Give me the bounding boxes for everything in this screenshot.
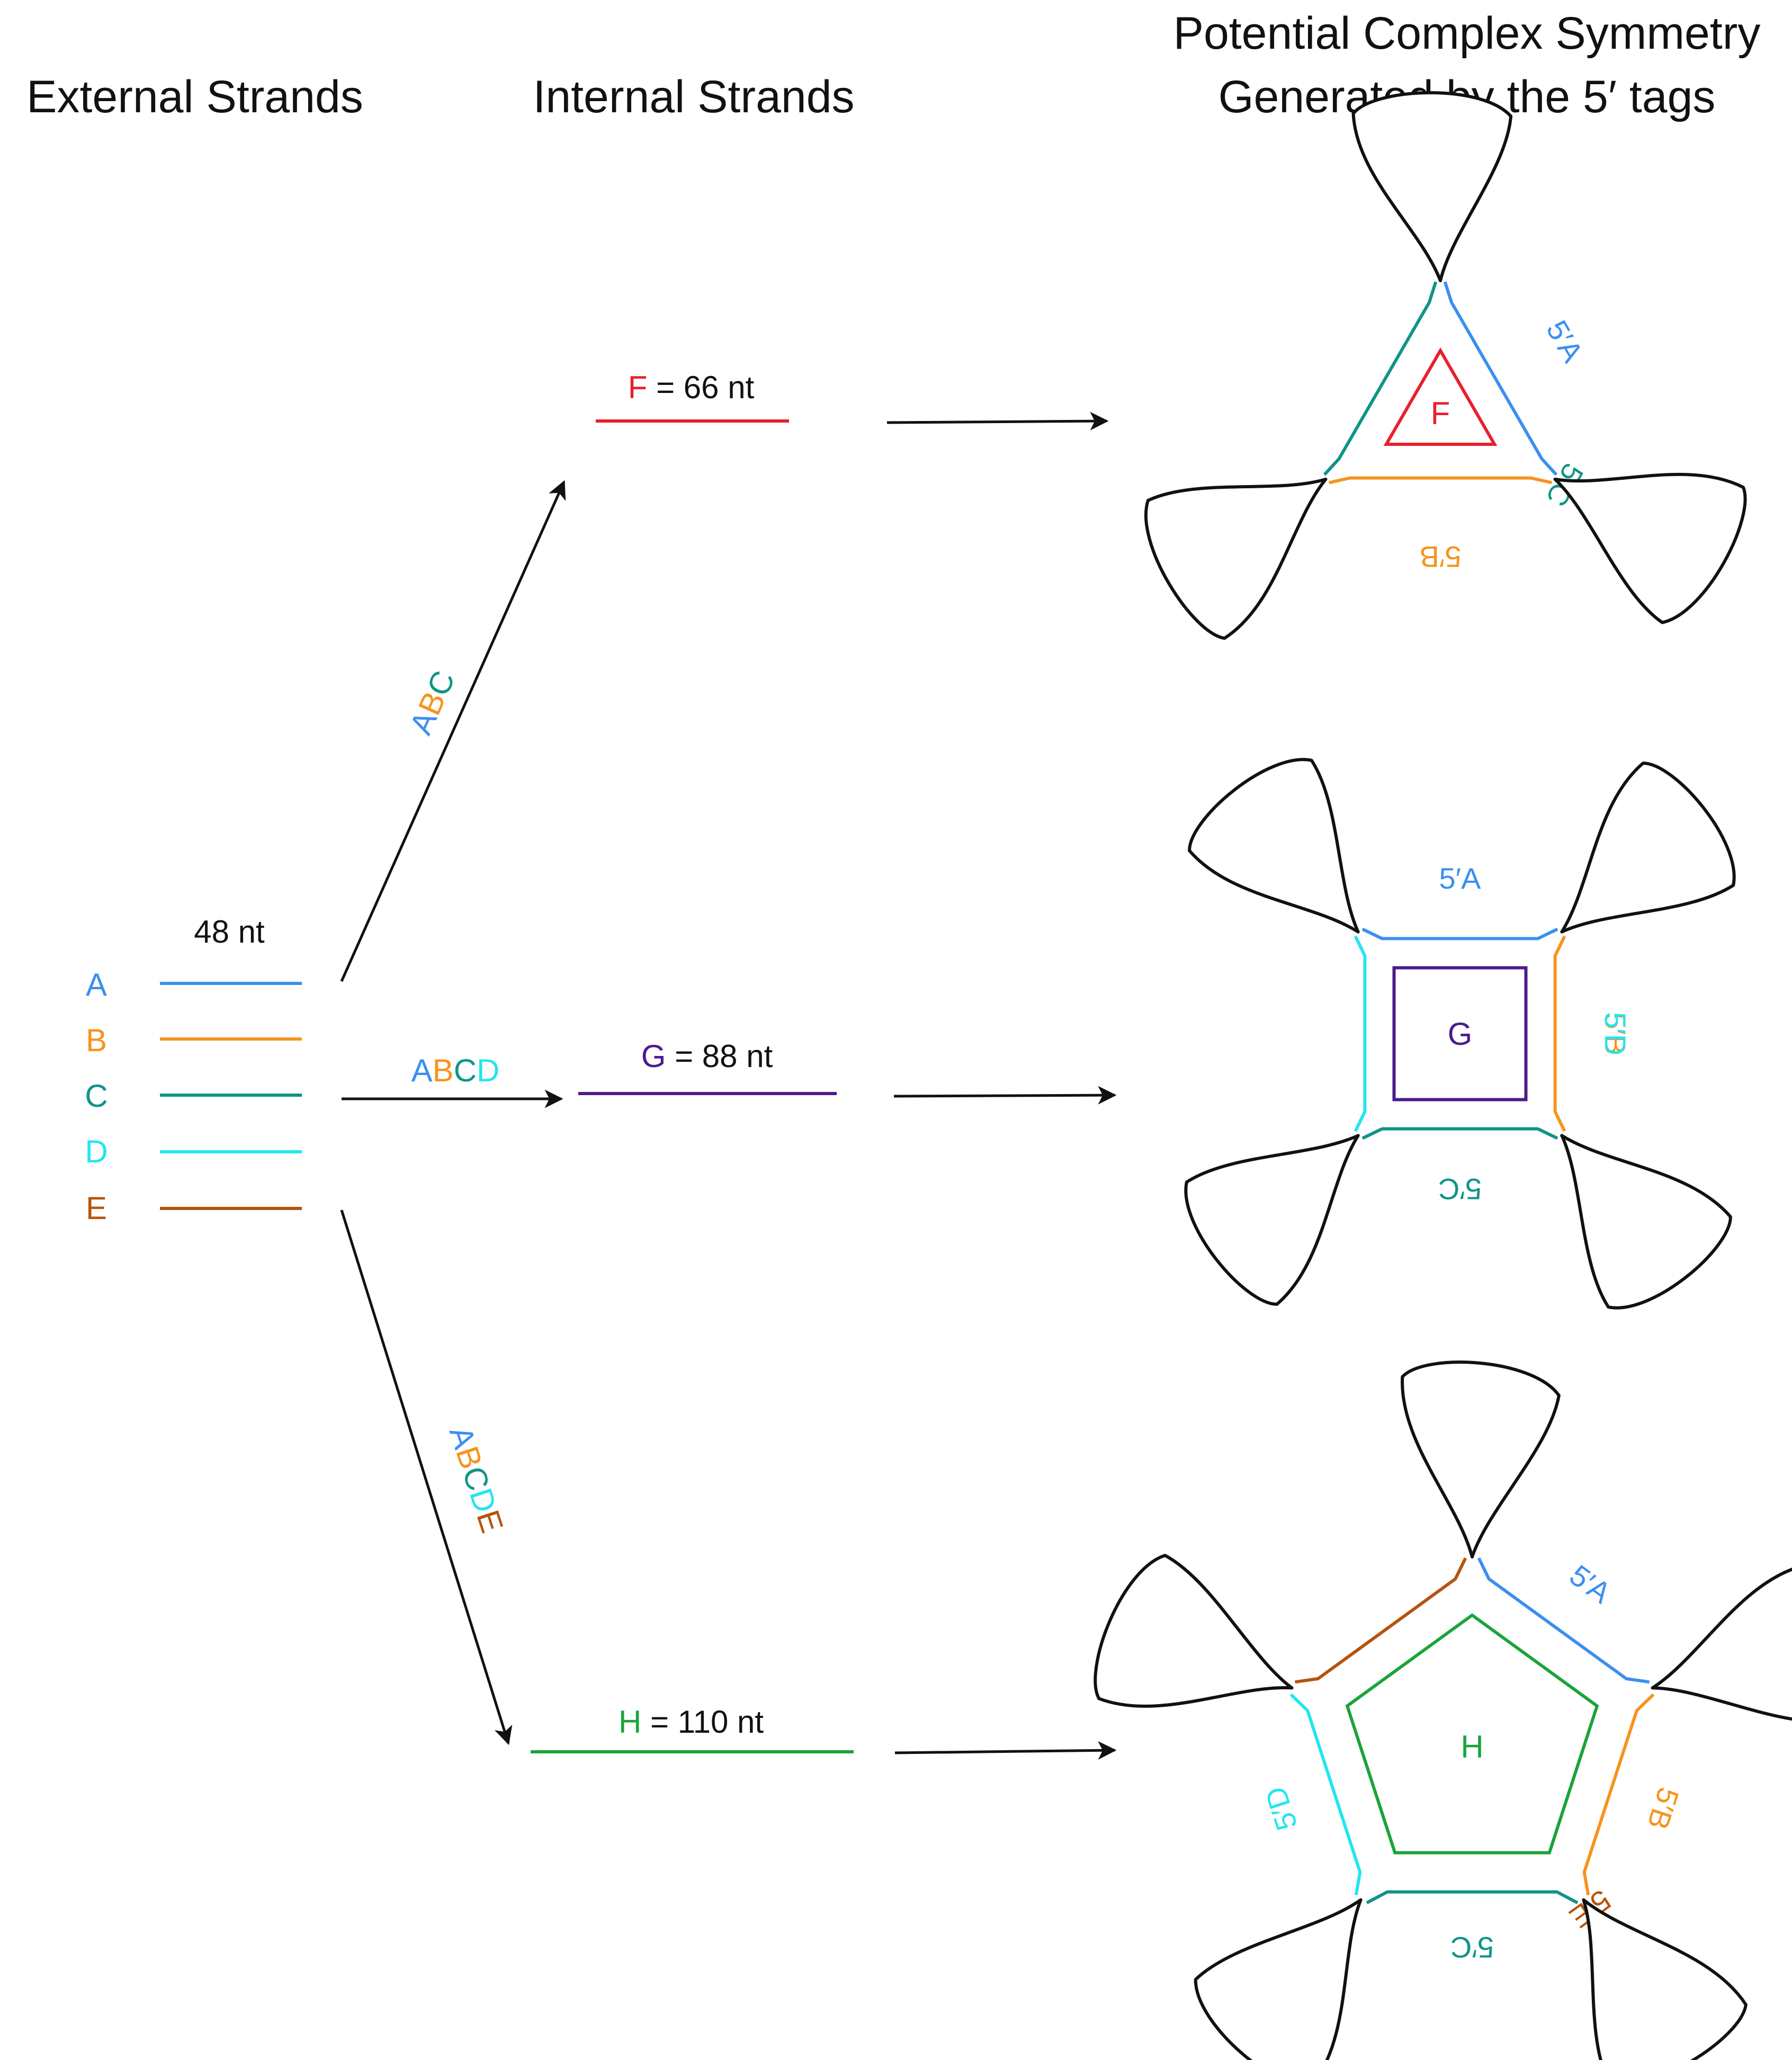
tag-label-a: 5′A <box>1564 1558 1617 1610</box>
combo-label-bottom: ABCDE <box>443 1422 510 1537</box>
inner-polygon <box>1345 1613 1599 1855</box>
protein-lobe <box>1560 762 1736 934</box>
tag-strand-a <box>1443 281 1558 476</box>
arrow-g-to-square <box>893 1086 1117 1105</box>
tag-label-b: 5′B <box>1641 1784 1686 1834</box>
complex-center-label: H <box>1461 1729 1483 1765</box>
combo-letter: D <box>477 1053 499 1088</box>
tag-label-a: 5′A <box>1540 315 1590 368</box>
tag-strand-c <box>1361 1127 1558 1140</box>
internal-g-letter: G <box>641 1038 666 1074</box>
internal-f-letter: F <box>628 370 648 405</box>
protein-lobe <box>1401 1360 1561 1559</box>
protein-lobe <box>1651 1568 1792 1721</box>
protein-lobe <box>1144 478 1328 640</box>
external-length-label: 48 nt <box>194 914 265 950</box>
arrow-f-to-triangle <box>886 411 1109 431</box>
protein-lobe <box>1094 1554 1294 1708</box>
tag-strand-b <box>1582 1693 1655 1896</box>
external-strand-list: A B C D E <box>85 967 302 1226</box>
tag-strand-b <box>1553 935 1566 1132</box>
combo-letter: A <box>411 1053 433 1088</box>
protein-lobe <box>1351 91 1513 282</box>
internal-h-letter: H <box>619 1704 641 1740</box>
tag-label-d: 5′D <box>1599 1012 1632 1055</box>
tag-label-d: 5′D <box>1258 1783 1303 1834</box>
combo-letter: C <box>454 1053 477 1088</box>
strand-label-c: C <box>85 1078 107 1114</box>
tag-label-c: 5′C <box>1450 1931 1494 1964</box>
strand-label-d: D <box>85 1134 107 1169</box>
pentagon-complex: H5′A5′B5′C5′D5′E <box>1094 1360 1792 2060</box>
internal-h-length: = 110 nt <box>641 1704 764 1740</box>
tag-strand-d <box>1289 1693 1362 1896</box>
internal-strand-h-label: H = 110 nt <box>619 1704 764 1740</box>
arrow-to-h <box>340 1210 513 1745</box>
tag-strand-b <box>1329 476 1552 485</box>
tag-strand-a <box>1361 927 1558 941</box>
protein-lobe <box>1188 758 1360 934</box>
triangle-complex: F5′A5′B5′C <box>1144 91 1747 640</box>
internal-f-length: = 66 nt <box>647 370 754 405</box>
arrow-h-to-pentagon <box>894 1741 1117 1760</box>
protein-lobe <box>1582 1898 1748 2060</box>
internal-g-length: = 88 nt <box>666 1038 773 1074</box>
header-symmetry-line1: Potential Complex Symmetry <box>1173 8 1761 59</box>
combo-letter: B <box>433 1053 454 1088</box>
protein-lobe <box>1553 472 1747 624</box>
strand-label-b: B <box>86 1023 107 1058</box>
tag-label-b: 5′B <box>1420 540 1462 574</box>
strand-label-a: A <box>86 967 107 1002</box>
protein-lobe <box>1184 1134 1360 1306</box>
tag-label-a: 5′A <box>1439 862 1482 895</box>
complex-center-label: G <box>1448 1016 1473 1052</box>
protein-lobe <box>1560 1134 1732 1310</box>
internal-strand-f-label: F = 66 nt <box>628 370 755 405</box>
strand-label-e: E <box>86 1190 107 1226</box>
square-complex: G 5′A 5′B 5′C 5′D <box>1184 758 1736 1310</box>
header-internal-strands: Internal Strands <box>533 71 854 122</box>
tag-strand-c <box>1366 1890 1579 1904</box>
internal-strand-g-label: G = 88 nt <box>641 1038 773 1074</box>
tag-strand-e <box>1295 1557 1467 1684</box>
inner-polygon <box>1392 966 1528 1101</box>
combo-label-middle: ABCD <box>411 1053 500 1088</box>
inner-polygon <box>1383 347 1498 446</box>
protein-lobe <box>1194 1898 1363 2060</box>
tag-label-b: 5′B <box>1599 1013 1632 1055</box>
tag-strand-c <box>1323 281 1438 476</box>
tag-strand-d <box>1354 935 1367 1132</box>
tag-strand-a <box>1477 1557 1650 1684</box>
header-external-strands: External Strands <box>26 71 363 122</box>
tag-label-c: 5′C <box>1438 1172 1482 1206</box>
complex-center-label: F <box>1431 396 1450 431</box>
arrow-to-f <box>340 480 566 982</box>
